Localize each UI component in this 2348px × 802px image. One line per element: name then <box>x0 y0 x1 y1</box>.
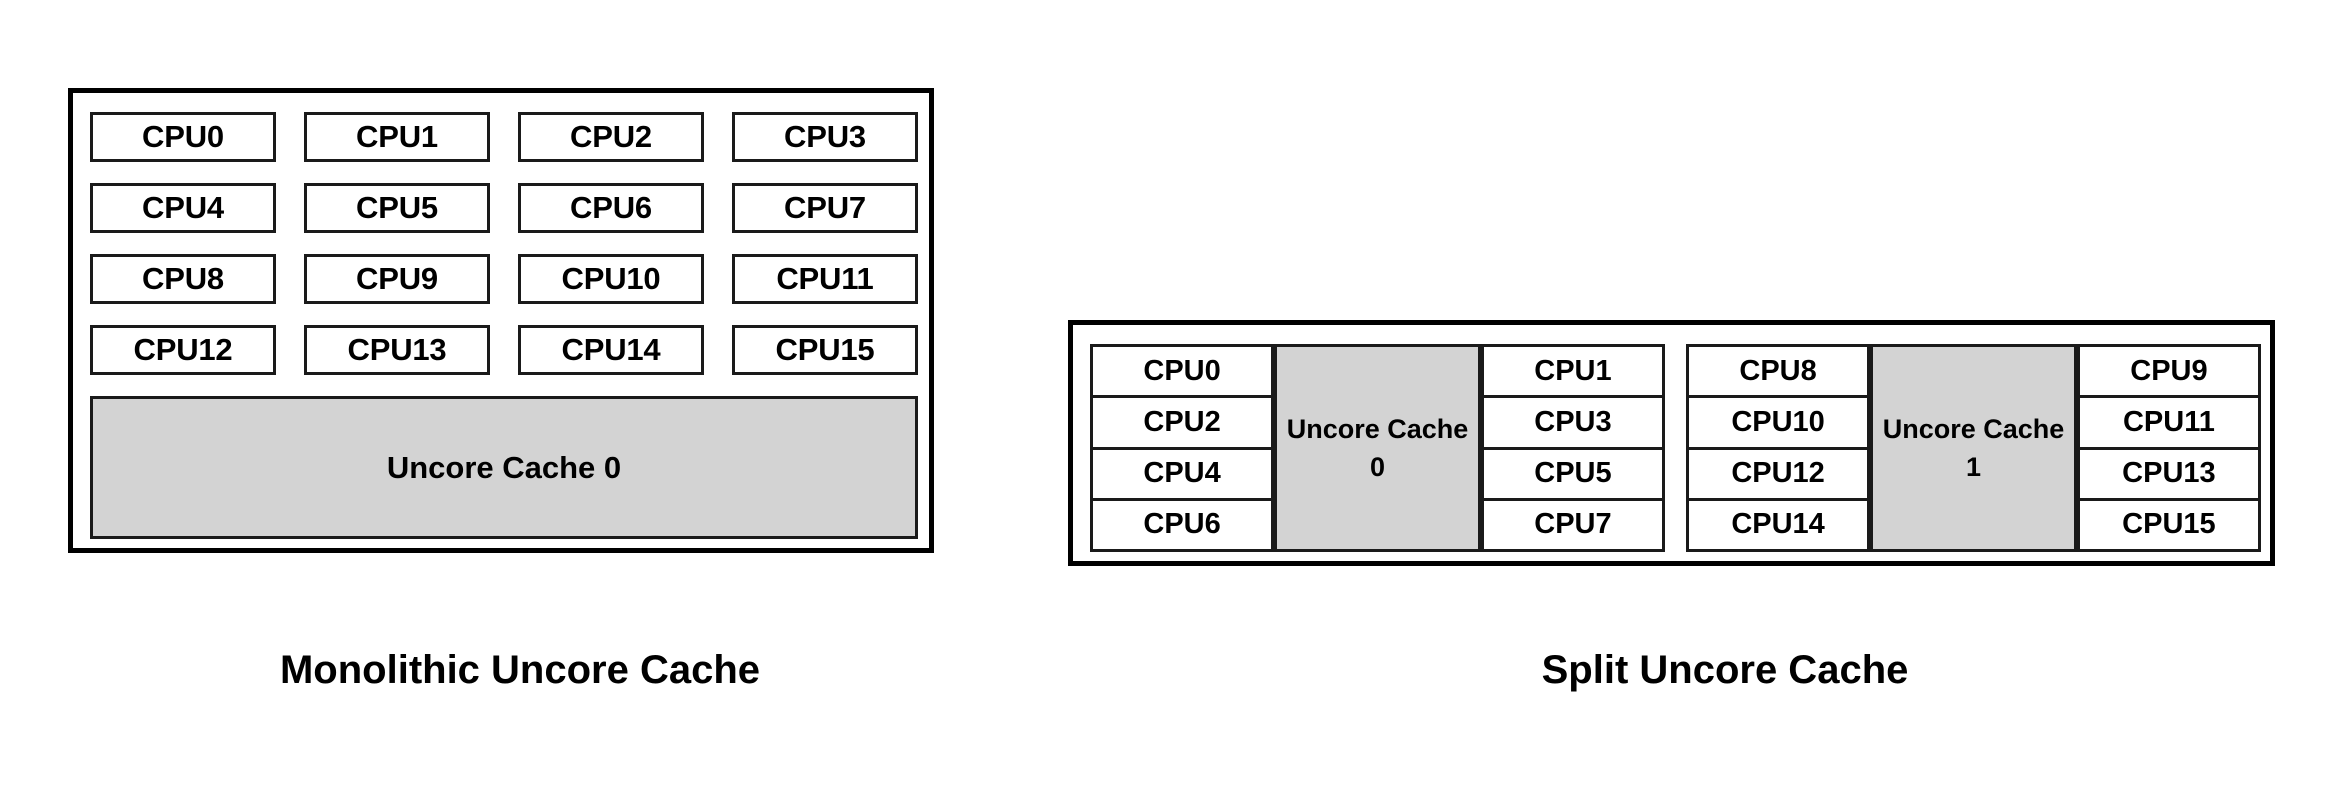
cpu-label: CPU13 <box>2122 457 2216 490</box>
monolithic-diagram-frame: CPU0 CPU1 CPU2 CPU3 CPU4 CPU5 CPU6 CPU7 … <box>68 88 934 553</box>
cpu-label: CPU1 <box>1534 354 1612 387</box>
cpu-label: CPU2 <box>1143 405 1221 438</box>
cpu-label: CPU10 <box>1731 405 1825 438</box>
split-caption: Split Uncore Cache <box>1541 648 1909 692</box>
cpu-box: CPU3 <box>732 112 918 162</box>
cpu-label: CPU3 <box>784 119 866 154</box>
cpu-label: CPU4 <box>1143 457 1221 490</box>
uncore-cache-label: Uncore Cache 1 <box>1882 413 2065 482</box>
cpu-box: CPU2 <box>518 112 704 162</box>
cpu-box: CPU9 <box>304 254 490 304</box>
cpu-label: CPU7 <box>784 190 866 225</box>
cpu-label: CPU11 <box>776 261 874 296</box>
cpu-box: CPU4 <box>1090 446 1275 501</box>
cpu-label: CPU8 <box>1739 354 1817 387</box>
cpu-box: CPU3 <box>1480 395 1665 450</box>
cpu-label: CPU10 <box>561 261 661 296</box>
split-cpu-column-right: CPU9 CPU11 CPU13 CPU15 <box>2076 344 2261 552</box>
cpu-label: CPU5 <box>1534 457 1612 490</box>
cpu-box: CPU12 <box>90 325 276 375</box>
cpu-box: CPU14 <box>518 325 704 375</box>
cpu-box: CPU11 <box>2076 395 2261 450</box>
split-cache-group: CPU8 CPU10 CPU12 CPU14 Uncore Cache 1 CP… <box>1686 344 2261 552</box>
cpu-label: CPU7 <box>1534 508 1612 541</box>
cpu-box: CPU10 <box>1686 395 1871 450</box>
cpu-box: CPU8 <box>1686 344 1871 399</box>
cpu-box: CPU13 <box>2076 446 2261 501</box>
cpu-box: CPU7 <box>1480 497 1665 552</box>
cpu-box: CPU2 <box>1090 395 1275 450</box>
cpu-label: CPU12 <box>1731 457 1825 490</box>
uncore-cache-box: Uncore Cache 0 <box>90 396 918 539</box>
cpu-label: CPU15 <box>2122 508 2216 541</box>
cpu-box: CPU5 <box>1480 446 1665 501</box>
monolithic-caption: Monolithic Uncore Cache <box>279 648 761 692</box>
cpu-box: CPU1 <box>1480 344 1665 399</box>
uncore-cache-box: Uncore Cache 0 <box>1274 344 1481 552</box>
cpu-box: CPU12 <box>1686 446 1871 501</box>
cpu-label: CPU0 <box>142 119 224 154</box>
cpu-label: CPU9 <box>356 261 438 296</box>
cpu-box: CPU14 <box>1686 497 1871 552</box>
cpu-box: CPU9 <box>2076 344 2261 399</box>
cpu-box: CPU6 <box>518 183 704 233</box>
cpu-label: CPU3 <box>1534 405 1612 438</box>
cpu-box: CPU11 <box>732 254 918 304</box>
cpu-label: CPU14 <box>561 332 661 367</box>
uncore-cache-label: Uncore Cache 0 <box>386 449 622 485</box>
cpu-label: CPU14 <box>1731 508 1825 541</box>
monolithic-cpu-grid: CPU0 CPU1 CPU2 CPU3 CPU4 CPU5 CPU6 CPU7 … <box>90 112 918 375</box>
cpu-label: CPU1 <box>356 119 438 154</box>
cpu-label: CPU8 <box>142 261 224 296</box>
cpu-label: CPU0 <box>1143 354 1221 387</box>
split-cpu-column-left: CPU0 CPU2 CPU4 CPU6 <box>1090 344 1275 552</box>
cpu-label: CPU2 <box>570 119 652 154</box>
split-cpu-column-left: CPU8 CPU10 CPU12 CPU14 <box>1686 344 1871 552</box>
uncore-cache-box: Uncore Cache 1 <box>1870 344 2077 552</box>
cpu-box: CPU7 <box>732 183 918 233</box>
cpu-box: CPU1 <box>304 112 490 162</box>
split-cpu-column-right: CPU1 CPU3 CPU5 CPU7 <box>1480 344 1665 552</box>
cpu-box: CPU4 <box>90 183 276 233</box>
cpu-box: CPU5 <box>304 183 490 233</box>
cpu-box: CPU6 <box>1090 497 1275 552</box>
cpu-label: CPU9 <box>2130 354 2208 387</box>
cpu-label: CPU6 <box>570 190 652 225</box>
split-diagram-frame: CPU0 CPU2 CPU4 CPU6 Uncore Cache 0 CPU1 … <box>1068 320 2275 566</box>
split-cache-group: CPU0 CPU2 CPU4 CPU6 Uncore Cache 0 CPU1 … <box>1090 344 1665 552</box>
cpu-label: CPU4 <box>142 190 224 225</box>
cpu-box: CPU0 <box>1090 344 1275 399</box>
cpu-box: CPU0 <box>90 112 276 162</box>
cpu-box: CPU15 <box>732 325 918 375</box>
cpu-box: CPU15 <box>2076 497 2261 552</box>
cpu-box: CPU8 <box>90 254 276 304</box>
cpu-label: CPU6 <box>1143 508 1221 541</box>
cpu-label: CPU13 <box>347 332 447 367</box>
cpu-box: CPU13 <box>304 325 490 375</box>
cpu-label: CPU5 <box>356 190 438 225</box>
cpu-box: CPU10 <box>518 254 704 304</box>
cpu-label: CPU12 <box>133 332 233 367</box>
cpu-label: CPU11 <box>2122 405 2215 438</box>
uncore-cache-label: Uncore Cache 0 <box>1286 413 1469 482</box>
cpu-label: CPU15 <box>775 332 875 367</box>
